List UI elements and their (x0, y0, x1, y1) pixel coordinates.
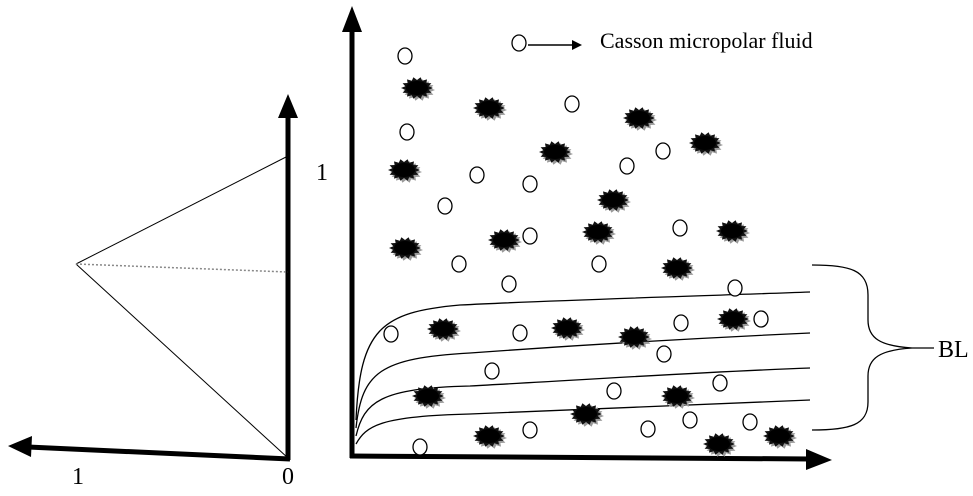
boundary-layer-label: BL (938, 337, 969, 363)
open-particle (591, 255, 607, 273)
open-particle (742, 413, 758, 431)
open-particle (383, 325, 399, 343)
filled-particle (689, 132, 723, 156)
filled-particle-core (394, 241, 416, 255)
filled-particle (389, 237, 423, 261)
filled-particle-core (722, 312, 744, 326)
filled-particle-core (575, 407, 597, 421)
bl-curve-3 (355, 367, 811, 437)
filled-particle-core (393, 163, 415, 177)
bl-curve-4 (355, 399, 811, 445)
filled-particle-group (388, 77, 797, 457)
open-particle (412, 438, 428, 456)
filled-particle-core (708, 437, 730, 451)
filled-particle (717, 308, 751, 332)
cone-lower-line (75, 263, 289, 459)
filled-particle (618, 326, 652, 350)
open-particle (512, 324, 528, 342)
open-particle (673, 314, 689, 332)
filled-particle-core (544, 145, 566, 159)
filled-particle (401, 77, 435, 101)
filled-particle-core (556, 321, 578, 335)
filled-particle (623, 107, 657, 131)
filled-particle (597, 189, 631, 213)
open-particle (437, 197, 453, 215)
filled-particle-core (602, 193, 624, 207)
filled-particle (716, 220, 750, 244)
filled-particle (763, 425, 797, 449)
right-x-axis (349, 453, 811, 462)
open-particle (399, 123, 415, 141)
filled-particle-core (694, 136, 716, 150)
filled-particle-core (721, 224, 743, 238)
filled-particle (582, 221, 616, 245)
legend-label: Casson micropolar fluid (600, 28, 813, 53)
left-x-axis-arrowhead (8, 436, 32, 457)
open-particle (522, 175, 538, 193)
filled-particle (661, 385, 695, 409)
bl-curve-1 (355, 291, 811, 421)
left-y-tick-label: 1 (316, 160, 328, 186)
open-particle (656, 345, 672, 363)
filled-particle-core (768, 429, 790, 443)
left-y-axis-arrowhead (278, 94, 298, 118)
open-particle (451, 255, 467, 273)
left-origin-label: 0 (282, 464, 294, 490)
cone-upper-line (75, 155, 289, 265)
open-particle (606, 382, 622, 400)
open-particle (397, 47, 413, 65)
open-particle (522, 227, 538, 245)
open-particle (753, 310, 769, 328)
right-panel: BL Casson micropolar fluid (342, 6, 969, 470)
left-x-tick-label: 1 (72, 464, 84, 490)
filled-particle (570, 403, 604, 427)
filled-particle-core (623, 330, 645, 344)
filled-particle (703, 433, 737, 457)
filled-particle (473, 97, 507, 121)
filled-particle (412, 385, 446, 409)
bl-curve-2 (355, 332, 811, 429)
filled-particle-core (478, 429, 500, 443)
right-y-axis-arrowhead (342, 6, 362, 32)
left-x-axis (27, 444, 291, 462)
open-particle (727, 279, 743, 297)
open-particle-group (383, 47, 769, 456)
filled-particle (551, 317, 585, 341)
open-particle (672, 219, 688, 237)
open-particle (712, 374, 728, 392)
open-particle (469, 166, 485, 184)
filled-particle (539, 141, 573, 165)
filled-particle (661, 257, 695, 281)
open-particle (640, 420, 656, 438)
filled-particle-core (666, 389, 688, 403)
cone-axis-dashed-line (75, 263, 289, 273)
filled-particle (427, 318, 461, 342)
filled-particle-core (432, 322, 454, 336)
filled-particle-core (493, 233, 515, 247)
left-panel: 1 1 0 (8, 94, 328, 490)
boundary-layer-brace (811, 264, 913, 431)
open-particle (484, 362, 500, 380)
open-particle (655, 142, 671, 160)
legend-open-circle-icon (511, 34, 527, 52)
right-x-axis-arrowhead (806, 449, 832, 470)
filled-particle-core (406, 81, 428, 95)
filled-particle-core (628, 111, 650, 125)
legend: Casson micropolar fluid (511, 28, 813, 53)
filled-particle-core (666, 261, 688, 275)
open-particle (564, 95, 580, 113)
filled-particle-core (478, 101, 500, 115)
open-particle (501, 275, 517, 293)
filled-particle (488, 229, 522, 253)
open-particle (682, 411, 698, 429)
filled-particle (388, 159, 422, 183)
filled-particle (473, 425, 507, 449)
filled-particle-core (587, 225, 609, 239)
open-particle (619, 157, 635, 175)
open-particle (522, 421, 538, 439)
filled-particle-core (417, 389, 439, 403)
boundary-layer-curves (355, 291, 811, 445)
